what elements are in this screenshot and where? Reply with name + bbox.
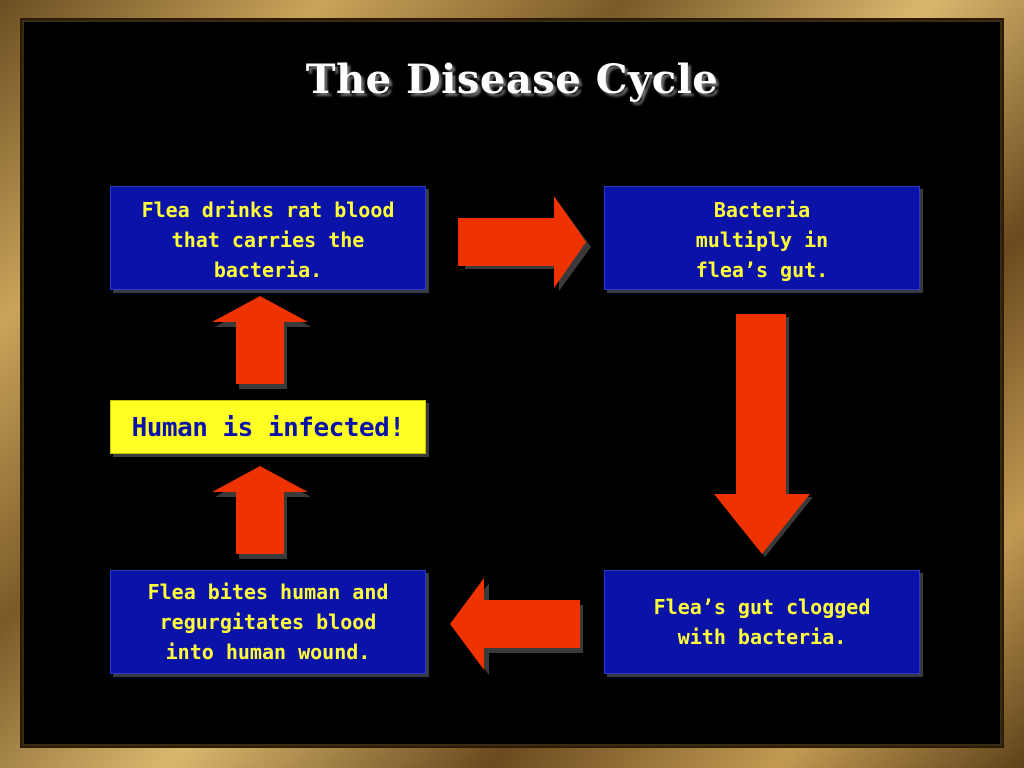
arrow-up-lower-icon bbox=[212, 466, 311, 559]
step-gut-clogged: Flea’s gut clogged with bacteria. bbox=[604, 570, 920, 674]
arrow-right-icon bbox=[458, 196, 591, 291]
step-flea-bites-human: Flea bites human and regurgitates blood … bbox=[110, 570, 426, 674]
step-label: Flea drinks rat blood that carries the b… bbox=[141, 198, 395, 282]
step-flea-drinks-rat-blood: Flea drinks rat blood that carries the b… bbox=[110, 186, 426, 290]
arrow-down-icon bbox=[714, 314, 813, 557]
step-label: Flea bites human and regurgitates blood … bbox=[147, 580, 389, 664]
arrow-up-upper-icon bbox=[212, 296, 311, 389]
arrow-left-icon bbox=[450, 578, 583, 675]
page-title: The Disease Cycle bbox=[305, 56, 719, 103]
step-label: Bacteria multiply in flea’s gut. bbox=[695, 198, 829, 282]
step-bacteria-multiply: Bacteria multiply in flea’s gut. bbox=[604, 186, 920, 290]
step-label: Flea’s gut clogged with bacteria. bbox=[653, 595, 871, 649]
human-infected-label: Human is infected! bbox=[110, 400, 426, 454]
